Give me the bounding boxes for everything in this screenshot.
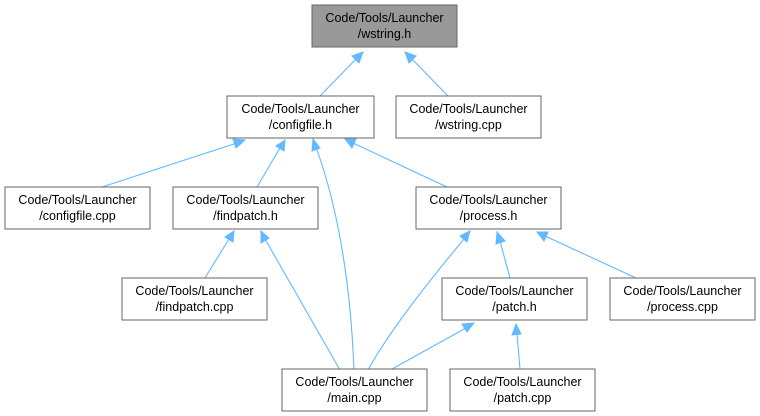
edge-patch-h-to-process-h xyxy=(495,230,511,279)
edge-process-h-to-configfile-h xyxy=(343,138,448,188)
node-patch-h-line1: Code/Tools/Launcher xyxy=(455,284,573,298)
edge-main-cpp-to-configfile-h xyxy=(311,137,355,371)
edge-findpatch-cpp-to-findpatch-h xyxy=(204,230,235,279)
node-process-h[interactable]: Code/Tools/Launcher /process.h xyxy=(415,186,562,230)
node-configfile-h-line2: /configfile.h xyxy=(269,118,332,132)
node-patch-cpp[interactable]: Code/Tools/Launcher /patch.cpp xyxy=(449,368,596,412)
node-wstring-cpp[interactable]: Code/Tools/Launcher /wstring.cpp xyxy=(395,95,542,139)
node-findpatch-cpp-line2: /findpatch.cpp xyxy=(156,300,234,314)
node-findpatch-h-line2: /findpatch.h xyxy=(213,209,278,223)
node-patch-h[interactable]: Code/Tools/Launcher /patch.h xyxy=(441,277,588,321)
node-patch-cpp-line2: /patch.cpp xyxy=(494,391,552,405)
node-configfile-h[interactable]: Code/Tools/Launcher /configfile.h xyxy=(226,95,375,139)
edge-main-cpp-to-findpatch-h xyxy=(260,229,341,371)
node-main-cpp-line1: Code/Tools/Launcher xyxy=(295,375,413,389)
edge-main-cpp-to-patch-h xyxy=(391,322,476,370)
node-process-cpp-line1: Code/Tools/Launcher xyxy=(623,284,741,298)
node-process-cpp[interactable]: Code/Tools/Launcher /process.cpp xyxy=(609,277,756,321)
node-process-h-line1: Code/Tools/Launcher xyxy=(429,193,547,207)
node-wstring-cpp-line2: /wstring.cpp xyxy=(435,118,502,132)
node-configfile-h-line1: Code/Tools/Launcher xyxy=(241,102,359,116)
node-wstring-h[interactable]: Code/Tools/Launcher /wstring.h xyxy=(311,4,458,48)
node-process-cpp-line2: /process.cpp xyxy=(647,300,718,314)
node-wstring-cpp-line1: Code/Tools/Launcher xyxy=(409,102,527,116)
edge-process-cpp-to-process-h xyxy=(535,231,637,279)
node-wstring-h-line2: /wstring.h xyxy=(358,27,412,41)
node-patch-cpp-line1: Code/Tools/Launcher xyxy=(463,375,581,389)
node-findpatch-cpp[interactable]: Code/Tools/Launcher /findpatch.cpp xyxy=(121,277,268,321)
edge-configfile-cpp-to-configfile-h xyxy=(101,138,247,188)
node-configfile-cpp-line1: Code/Tools/Launcher xyxy=(18,193,136,207)
edges xyxy=(101,51,637,371)
edge-configfile-h-to-wstring-h xyxy=(319,51,364,97)
edge-findpatch-h-to-configfile-h xyxy=(256,139,286,188)
edge-wstring-cpp-to-wstring-h xyxy=(404,51,449,97)
node-process-h-line2: /process.h xyxy=(460,209,518,223)
edge-main-cpp-to-process-h xyxy=(367,230,471,371)
node-findpatch-h-line1: Code/Tools/Launcher xyxy=(186,193,304,207)
node-configfile-cpp[interactable]: Code/Tools/Launcher /configfile.cpp xyxy=(4,186,151,230)
node-main-cpp[interactable]: Code/Tools/Launcher /main.cpp xyxy=(281,368,428,412)
node-findpatch-h[interactable]: Code/Tools/Launcher /findpatch.h xyxy=(172,186,319,230)
edge-patch-cpp-to-patch-h xyxy=(511,322,522,370)
nodes: Code/Tools/Launcher /wstring.h Code/Tool… xyxy=(4,4,756,412)
node-patch-h-line2: /patch.h xyxy=(492,300,537,314)
node-wstring-h-line1: Code/Tools/Launcher xyxy=(325,11,443,25)
node-main-cpp-line2: /main.cpp xyxy=(327,391,381,405)
node-findpatch-cpp-line1: Code/Tools/Launcher xyxy=(135,284,253,298)
node-configfile-cpp-line2: /configfile.cpp xyxy=(39,209,115,223)
